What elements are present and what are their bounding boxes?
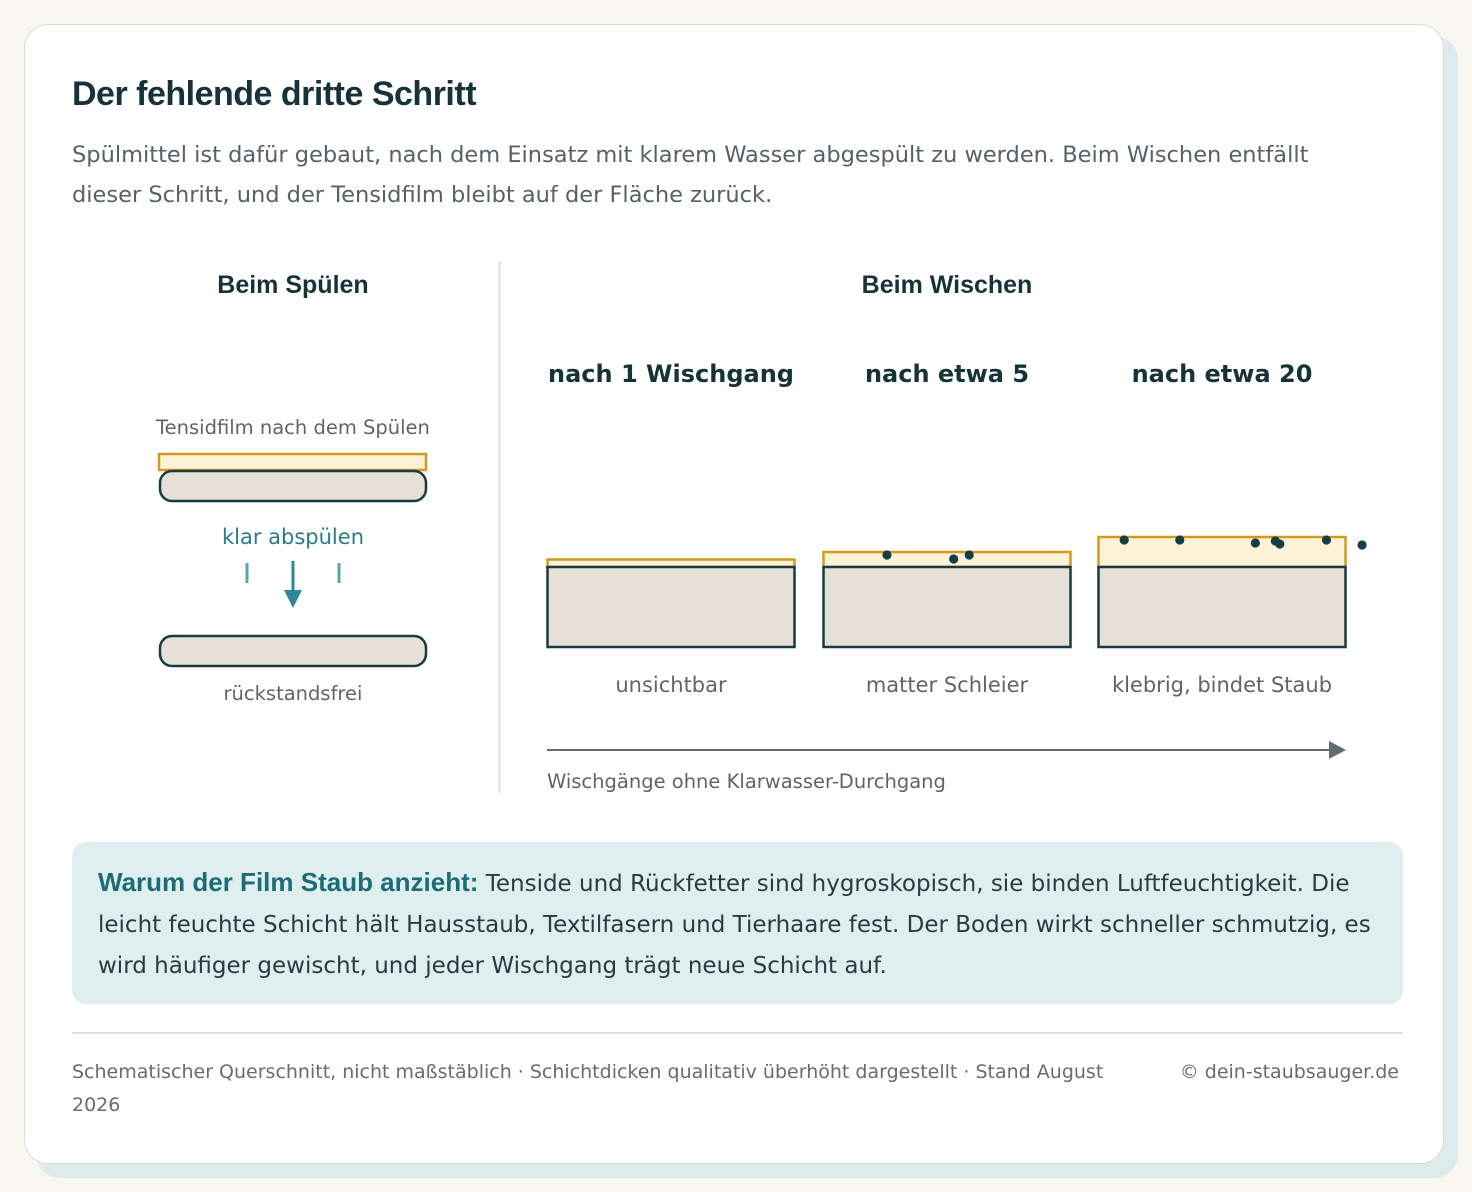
stage-film-2: [822, 550, 1072, 569]
rinse-film-label: Tensidfilm nach dem Spülen: [155, 416, 430, 439]
dust-particle: [1275, 539, 1285, 549]
dust-particle: [1321, 535, 1332, 545]
stage-surface-3: [1097, 565, 1347, 649]
footer-divider: [72, 1032, 1403, 1034]
stage-caption-3: klebrig, bindet Staub: [1112, 673, 1332, 697]
stage-label-2: nach etwa 5: [865, 360, 1029, 388]
rinse-action-label: klar abspülen: [222, 525, 364, 549]
page-title: Der fehlende dritte Schritt: [72, 75, 477, 113]
rinse-film-layer: [157, 452, 428, 472]
stage-label-3: nach etwa 20: [1132, 360, 1313, 388]
dust-particle: [949, 554, 959, 564]
wipe-stages: nach 1 Wischgang unsichtbar nach etwa 5 mat…: [546, 360, 1367, 697]
callout-lead: Warum der Film Staub anzieht:: [98, 867, 479, 897]
stage-caption-2: matter Schleier: [866, 673, 1029, 697]
callout-body: Tenside und Rückfetter sind hygroskopisc…: [98, 871, 1371, 979]
dust-particle: [1250, 538, 1260, 548]
page-subtitle: Spülmittel ist dafür gebaut, nach dem Ei…: [72, 142, 1309, 208]
rinse-surface-after: [158, 634, 428, 668]
stage-label-1: nach 1 Wischgang: [548, 360, 794, 388]
dust-particle: [1357, 540, 1367, 550]
stage-surface-2: [822, 565, 1072, 649]
dust-particle: [1175, 535, 1185, 545]
footer-note: Schematischer Querschnitt, nicht maßstäb…: [72, 1061, 1104, 1116]
axis-label: Wischgänge ohne Klarwasser-Durchgang: [547, 770, 946, 793]
axis-arrow-icon: [1329, 741, 1346, 759]
footer-credit: © dein-staubsauger.de: [1179, 1061, 1399, 1083]
info-card: Der fehlende dritte Schritt Spülmittel i…: [24, 24, 1444, 1164]
stage-caption-1: unsichtbar: [615, 673, 727, 697]
callout-box: Warum der Film Staub anzieht: Tenside un…: [72, 842, 1403, 1004]
comparison-diagram: Beim Spülen Tensidfilm nach dem Spülen k…: [155, 261, 1367, 793]
rinse-result-label: rückstandsfrei: [224, 682, 363, 705]
wipe-heading: Beim Wischen: [862, 271, 1033, 299]
dust-particle: [882, 550, 892, 560]
rinse-heading: Beim Spülen: [217, 271, 368, 299]
stage-film-3: [1097, 535, 1347, 569]
dust-particle: [1119, 535, 1129, 545]
stage-surface-1: [546, 565, 796, 649]
callout-text: Warum der Film Staub anzieht: Tenside un…: [98, 862, 1377, 987]
rinse-surface-before: [158, 469, 428, 503]
dust-particle: [964, 550, 974, 560]
